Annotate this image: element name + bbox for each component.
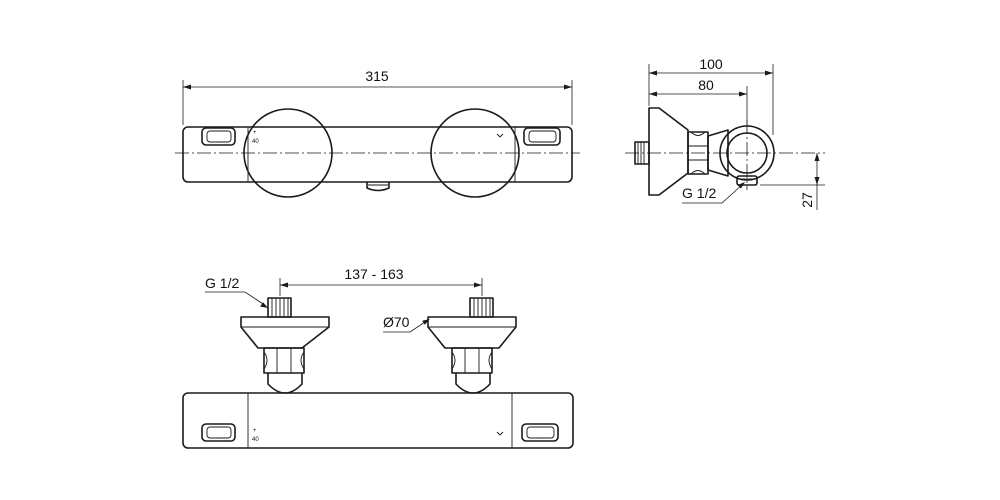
left-cone [240,316,330,349]
thread-front-label: G 1/2 [205,275,239,291]
right-inlet [427,297,517,394]
arrow-100-l [649,70,657,76]
left-grip [201,127,236,146]
right-hex [451,347,493,374]
diameter-label: Ø70 [383,314,410,330]
side-view: 100 80 27 G 1/2 [625,56,825,210]
depth-partial-label: 80 [698,77,714,93]
bottom-left-grip-inner [206,426,232,439]
leader-diameter [383,319,429,333]
plus-mark-bottom: + [253,428,257,434]
spacing-label: 137 - 163 [344,266,403,282]
right-hex-curves [451,351,493,370]
wall-cone [648,107,689,196]
arrow-80-r [739,91,747,97]
arrow-right [564,84,572,90]
arrow-27-bottom [814,177,820,185]
width-label: 315 [365,68,389,84]
right-cone [427,316,517,349]
left-inlet [240,297,330,394]
right-elbow [455,372,491,394]
left-hex-curves [263,351,305,370]
arrow-thread-side [737,182,745,189]
bottom-right-grip-inner [526,426,555,439]
right-grip-inner [528,130,557,143]
arrow-spacing-l [280,282,288,288]
left-hex [263,347,305,374]
bottom-view: + 40 137 - 163 G 1/2 Ø70 [182,266,574,449]
mixer-body-top [182,126,573,183]
check-mark-bottom [496,431,504,436]
arrow-diameter [422,319,430,325]
elbow [707,129,729,177]
temp-mark-top: 40 [252,139,259,145]
arrow-100-r [765,70,773,76]
temp-mark-bottom: 40 [252,437,259,443]
depth-total-label: 100 [699,56,723,72]
mixer-body-bottom [182,392,574,449]
front-view-top: + 40 315 [175,68,580,198]
arrow-left [183,84,191,90]
hex-curves [690,131,706,175]
bottom-outlet [366,181,390,192]
bottom-left-grip [201,423,236,442]
height-offset-label: 27 [799,192,815,208]
right-grip [523,127,561,146]
arrow-27-top [814,153,820,161]
thread-side-label: G 1/2 [682,185,716,201]
plus-mark-top: + [253,130,257,136]
leader-thread-side [682,183,744,204]
bottom-right-grip [521,423,559,442]
arrow-spacing-r [474,282,482,288]
leader-thread-front [205,291,267,307]
check-mark-top [496,133,504,138]
left-elbow [267,372,303,394]
left-grip-inner [206,130,232,143]
arrow-80-l [649,91,657,97]
arrow-thread-front [260,302,268,308]
